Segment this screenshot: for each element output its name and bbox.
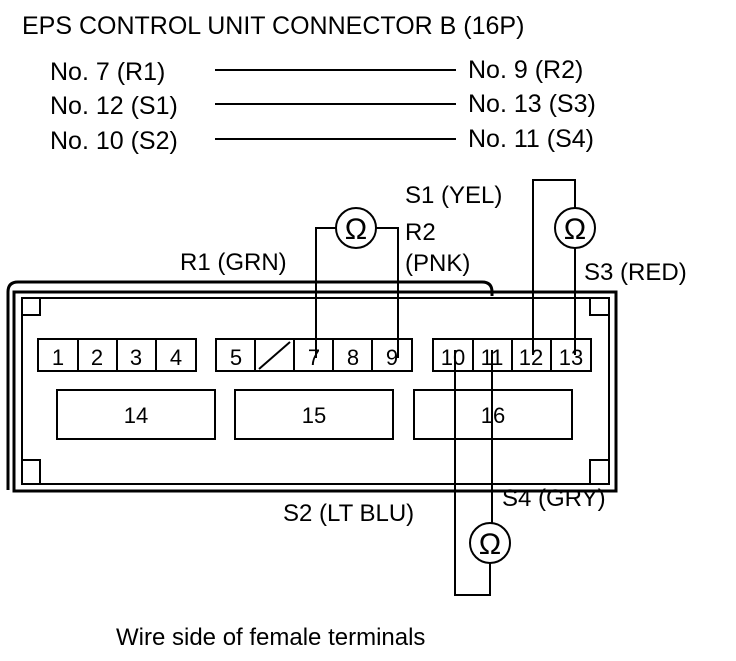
- ohmmeter-icon: [469, 522, 511, 564]
- connector-lock-shell: [6, 280, 494, 490]
- terminal-6-unused-slash: [258, 341, 291, 370]
- label-r2-line1: R2: [405, 219, 436, 246]
- terminal-14: 14: [124, 403, 148, 428]
- terminal-group-middle: 5 7 8 9: [215, 338, 413, 372]
- corner-rib-top-right: [589, 298, 609, 316]
- terminal-group-right: 10 11 12 13: [432, 338, 592, 372]
- terminal-9: 9: [386, 345, 398, 370]
- terminal-3: 3: [130, 345, 142, 370]
- label-s2: S2 (LT BLU): [283, 500, 414, 527]
- corner-rib-bottom-left: [22, 459, 41, 484]
- terminal-2: 2: [91, 345, 103, 370]
- terminal-13: 13: [559, 345, 583, 370]
- terminal-15: 15: [302, 403, 326, 428]
- ohm-symbol: Ω: [479, 528, 501, 561]
- label-s4: S4 (GRY): [502, 485, 606, 512]
- terminal-4: 4: [170, 345, 182, 370]
- probe-wire-s2: [454, 350, 491, 596]
- pair-2-from: No. 12 (S1): [50, 92, 178, 120]
- label-r2-line2: (PNK): [405, 250, 470, 277]
- ohmmeter-s2-s4: Ω: [469, 522, 511, 564]
- pair-2-to: No. 13 (S3): [468, 90, 596, 118]
- ohmmeter-icon: [335, 207, 377, 249]
- label-r1: R1 (GRN): [180, 249, 287, 276]
- corner-rib-top-left: [22, 298, 41, 316]
- terminal-7: 7: [308, 345, 320, 370]
- diagram-caption: Wire side of female terminals: [116, 624, 425, 651]
- probe-wire-r2: [376, 227, 399, 358]
- probe-wire-s1: [532, 179, 576, 355]
- terminal-block-14: [56, 389, 216, 440]
- terminal-block-5-9: [215, 338, 413, 372]
- probe-wire-r1: [315, 227, 336, 358]
- ohmmeter-s1-s3: Ω: [554, 207, 596, 249]
- large-terminals: 14 15 16: [56, 389, 573, 440]
- corner-rib-bottom-right: [589, 459, 609, 484]
- label-s1: S1 (YEL): [405, 182, 502, 209]
- pair-1-from: No. 7 (R1): [50, 58, 165, 86]
- ohmmeter-icon: [554, 207, 596, 249]
- pair-3-from: No. 10 (S2): [50, 127, 178, 155]
- terminal-1: 1: [52, 345, 64, 370]
- terminal-group-left: 1 2 3 4: [37, 338, 197, 372]
- diagram-title: EPS CONTROL UNIT CONNECTOR B (16P): [22, 12, 524, 40]
- ohmmeter-r1-r2: Ω: [335, 207, 377, 249]
- ohm-symbol: Ω: [564, 213, 586, 246]
- pair-3-to: No. 11 (S4): [468, 125, 594, 153]
- terminal-12: 12: [519, 345, 543, 370]
- probe-wires: [315, 179, 576, 596]
- terminal-10: 10: [441, 345, 465, 370]
- terminal-block-15: [234, 389, 394, 440]
- connector-body: [6, 280, 618, 493]
- check-pair-list: No. 7 (R1) No. 9 (R2) No. 12 (S1) No. 13…: [50, 56, 596, 155]
- label-s3: S3 (RED): [584, 259, 687, 286]
- terminal-5: 5: [230, 345, 242, 370]
- ohm-symbol: Ω: [345, 213, 367, 246]
- terminal-8: 8: [347, 345, 359, 370]
- pair-1-to: No. 9 (R2): [468, 56, 583, 84]
